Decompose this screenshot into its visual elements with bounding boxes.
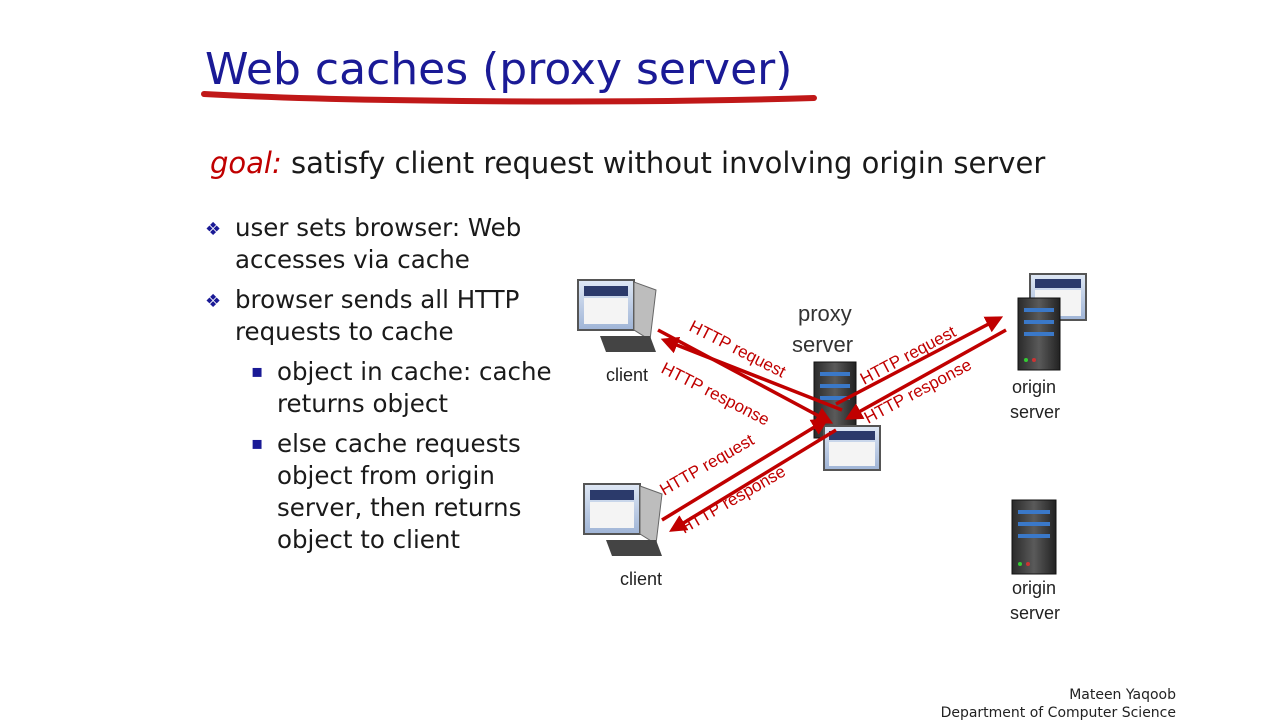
client-computer-icon	[583, 483, 663, 556]
origin-server-icon	[1011, 499, 1057, 575]
diamond-bullet-icon: ❖	[205, 291, 222, 312]
client-top-label: client	[606, 365, 648, 385]
sub-bullet-item: ▪object in cache: cache returns object	[251, 357, 552, 418]
origin-server-icon	[1017, 273, 1087, 371]
title-underline	[201, 91, 817, 105]
arrow-label-response: HTTP response	[658, 359, 772, 430]
diamond-bullet-icon: ❖	[205, 219, 222, 240]
origin-top-label-line1: origin	[1012, 377, 1056, 397]
request-arrow-client2-to-proxy	[661, 418, 829, 522]
response-arrow-origin-to-proxy	[844, 328, 1007, 420]
bullet-item: ❖browser sends all HTTP requests to cach…	[205, 285, 520, 346]
goal-label: goal:	[210, 146, 282, 180]
square-bullet-icon: ▪	[251, 433, 264, 454]
goal-statement: goal: satisfy client request without inv…	[210, 146, 1045, 180]
client-bottom-label: client	[620, 569, 662, 589]
response-arrow-proxy-to-client2	[669, 428, 837, 532]
proxy-label-line1: proxy	[798, 301, 852, 326]
origin-bottom-label-line2: server	[1010, 603, 1060, 623]
goal-text: satisfy client request without involving…	[281, 146, 1046, 180]
square-bullet-icon: ▪	[251, 361, 264, 382]
origin-top-label-line2: server	[1010, 402, 1060, 422]
response-arrow-proxy-to-client	[660, 336, 843, 412]
slide-title: Web caches (proxy server)	[205, 44, 793, 95]
proxy-label-line2: server	[792, 332, 853, 357]
footer-department: Department of Computer Science	[940, 705, 1176, 721]
bullet-list: ❖user sets browser: Web accesses via cac…	[205, 212, 585, 564]
client-computer-icon	[577, 279, 657, 352]
request-arrow-client-to-proxy	[657, 328, 834, 424]
footer-author: Mateen Yaqoob	[1069, 687, 1176, 703]
sub-bullet-item: ▪else cache requests object from origin …	[251, 429, 522, 554]
bullet-item: ❖user sets browser: Web accesses via cac…	[205, 213, 522, 274]
origin-bottom-label-line1: origin	[1012, 578, 1056, 598]
footer: Mateen Yaqoob Department of Computer Sci…	[941, 686, 1176, 722]
request-arrow-proxy-to-origin	[835, 316, 1004, 406]
